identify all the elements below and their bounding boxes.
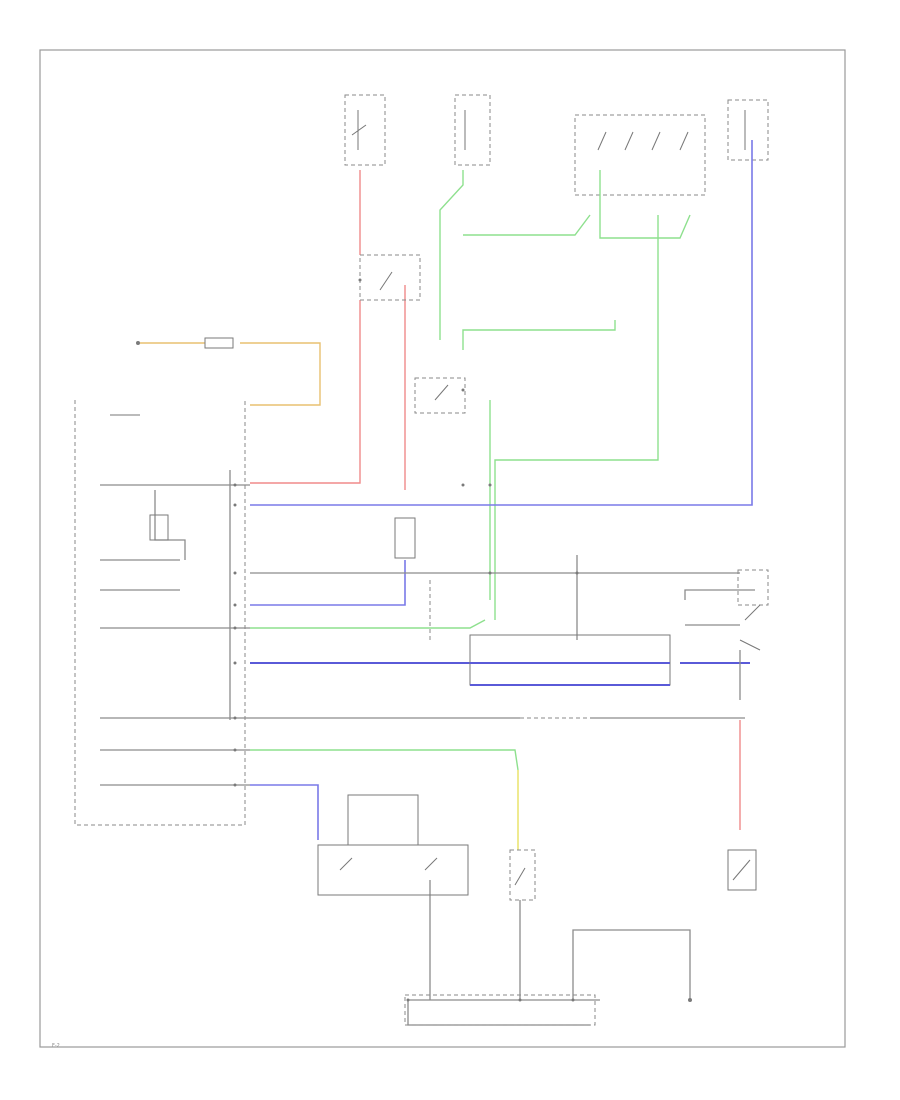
fuse-box-top-left [344, 94, 386, 166]
control-module [469, 634, 671, 686]
seat-switch-box [317, 794, 469, 896]
right-sensor [727, 849, 757, 891]
wire-green-3 [599, 170, 691, 239]
wire-green-2 [463, 214, 591, 236]
junction-nodes [406, 483, 579, 1002]
wire-gray-10 [684, 589, 755, 600]
fuse-left [136, 337, 234, 349]
wire-green-8 [250, 749, 519, 771]
page-number: F-2 [52, 1043, 60, 1049]
buckle-switch [509, 849, 536, 901]
wire-gray-7 [572, 929, 691, 1000]
wire-blue-bottom [250, 784, 319, 840]
combination-switch [414, 377, 466, 414]
diagram-frame [39, 49, 846, 1048]
fuse-box-top-right [727, 99, 769, 161]
relay-block-top [574, 114, 706, 196]
wire-green-4 [462, 320, 616, 350]
wire-green-1 [439, 170, 464, 340]
fuse-box-top-mid [454, 94, 491, 166]
wire-gray-8 [407, 1000, 590, 1026]
relay-switch-mid [358, 254, 421, 301]
wire-orange [240, 342, 321, 406]
ignition-switch [737, 569, 769, 651]
wire-gray-vert-2 [154, 490, 186, 560]
wire-blue-right [250, 140, 753, 506]
wire-green-7 [250, 619, 486, 629]
wire-blue-mid [250, 560, 406, 606]
seatbelt-relay [394, 517, 416, 559]
combination-meter [74, 400, 246, 826]
wire-green-5 [494, 215, 659, 620]
ground-connector [404, 994, 692, 1026]
wire-red-seatbelt [250, 300, 361, 484]
